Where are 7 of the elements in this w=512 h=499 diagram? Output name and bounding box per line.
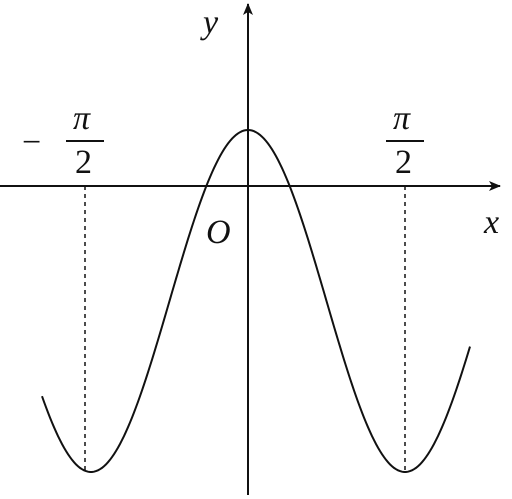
minus-sign: −	[22, 126, 42, 160]
tick-label: π	[73, 102, 90, 136]
axis-label: x	[484, 206, 500, 240]
tick-label: 2	[395, 146, 412, 180]
tick-label: π	[393, 102, 410, 136]
tick-label: 2	[75, 146, 92, 180]
origin-label: O	[206, 216, 231, 250]
